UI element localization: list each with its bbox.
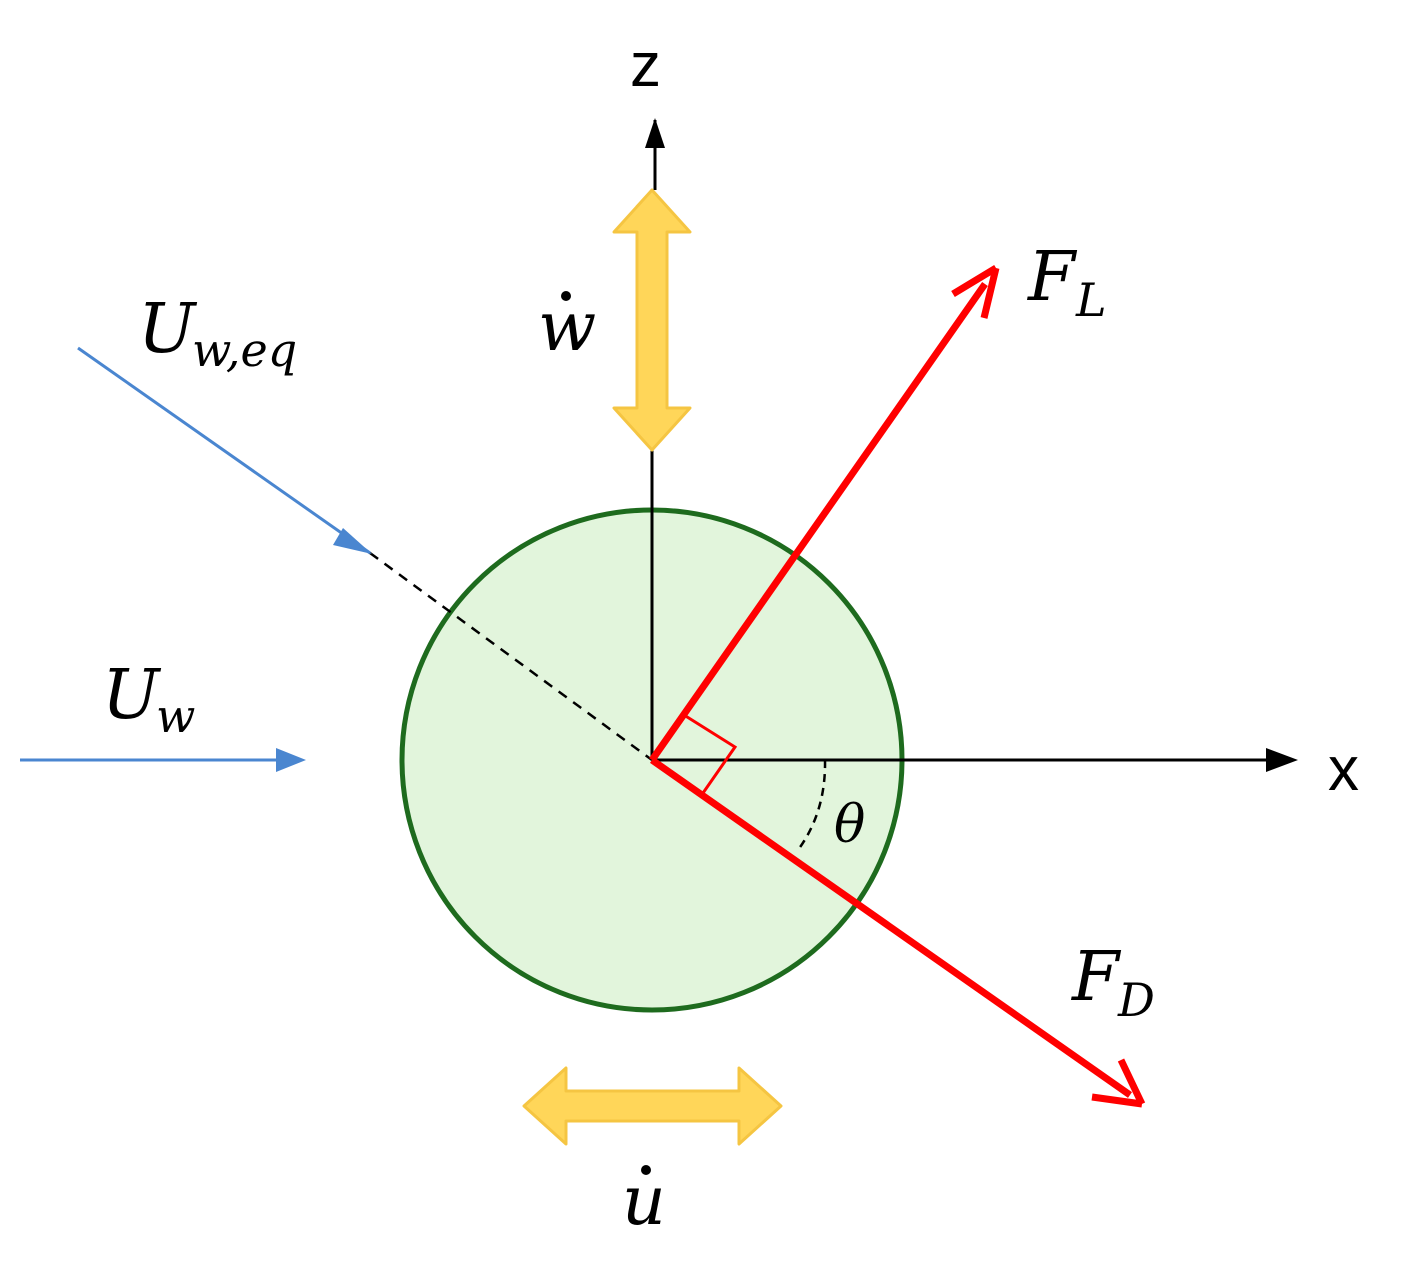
u-w-label-sub: w: [156, 689, 195, 743]
w-dot-overdot: [561, 291, 571, 301]
u-dot-label: u: [622, 1162, 666, 1241]
u-w-label-main: U: [102, 656, 162, 735]
f-d-label-sub: D: [1117, 973, 1155, 1027]
theta-angle-arc: [796, 759, 827, 851]
w-dot-label: w: [538, 288, 596, 367]
u-w-eq-arrow: [77, 346, 371, 555]
horizontal-motion-arrow: [522, 1066, 783, 1146]
vertical-motion-arrow: [612, 188, 692, 452]
lift-force-arrowhead: [951, 265, 1000, 319]
flow-direction-dashed-line: [369, 551, 653, 762]
drag-force-arrowhead: [1091, 1058, 1146, 1108]
f-d-label-main: F: [1070, 938, 1122, 1017]
drag-force-arrow: [649, 757, 1133, 1098]
lift-force-arrow: [649, 281, 988, 763]
right-angle-marker: [683, 713, 738, 794]
u-w-eq-arrowhead: [333, 528, 372, 554]
f-l-label-main: F: [1026, 238, 1078, 317]
x-axis-arrowhead: [1266, 748, 1298, 772]
u-w-eq-label-sub: w,eq: [192, 323, 297, 377]
u-w-eq-label-main: U: [138, 290, 198, 369]
z-axis-arrowhead: [645, 118, 665, 148]
theta-label: θ: [834, 795, 865, 855]
z-axis-label: z: [630, 31, 661, 100]
x-axis-label: x: [1328, 735, 1359, 804]
u-w-arrowhead: [276, 748, 306, 772]
f-l-label-sub: L: [1075, 273, 1107, 327]
u-dot-overdot: [641, 1165, 651, 1175]
